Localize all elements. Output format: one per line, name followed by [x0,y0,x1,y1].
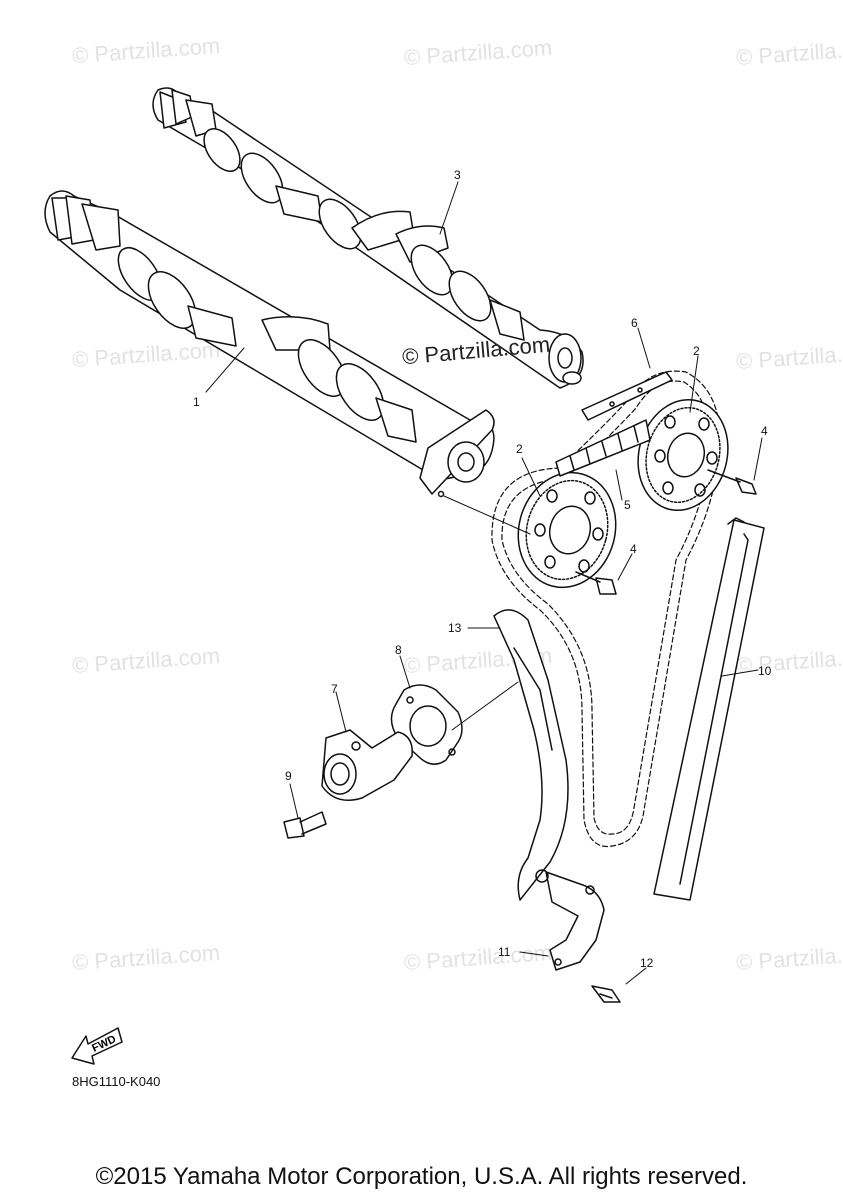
callout-7: 7 [331,682,338,696]
cam-chain-section-5 [555,419,651,477]
callout-5: 5 [624,498,631,512]
bolt-4-upper [707,469,757,495]
camshaft-1 [44,190,495,498]
callout-11: 11 [498,945,511,959]
chain-tensioner-7 [321,729,413,801]
fwd-arrow-icon [71,1027,123,1065]
bolt-4-lower [575,571,617,595]
callout-2: 2 [516,442,523,456]
leader-lines [205,181,763,985]
camshaft-3 [152,87,584,389]
bolt-9 [283,811,327,839]
bolt-12 [591,985,621,1003]
callout-13: 13 [448,621,462,635]
callout-3: 3 [454,168,461,182]
copyright-notice: ©2015 Yamaha Motor Corporation, U.S.A. A… [95,1163,748,1190]
callout-10: 10 [758,664,772,678]
tensioner-guide-13 [493,609,569,901]
cam-sprocket-upper [637,398,729,512]
fwd-label: FWD [90,1033,118,1054]
cam-sprocket-lower [517,471,617,589]
callout-8: 8 [395,643,402,657]
callout-6: 6 [631,316,638,330]
callout-4: 4 [761,424,768,438]
bracket-11 [535,869,605,971]
callout-9: 9 [285,769,292,783]
chain-guide-6 [581,371,673,421]
diagram-code: 8HG1110-K040 [72,1074,161,1089]
callout-2: 2 [693,344,700,358]
callout-12: 12 [640,956,654,970]
chain-guide-10 [653,517,765,901]
callout-4: 4 [630,542,637,556]
callout-1: 1 [193,395,200,409]
